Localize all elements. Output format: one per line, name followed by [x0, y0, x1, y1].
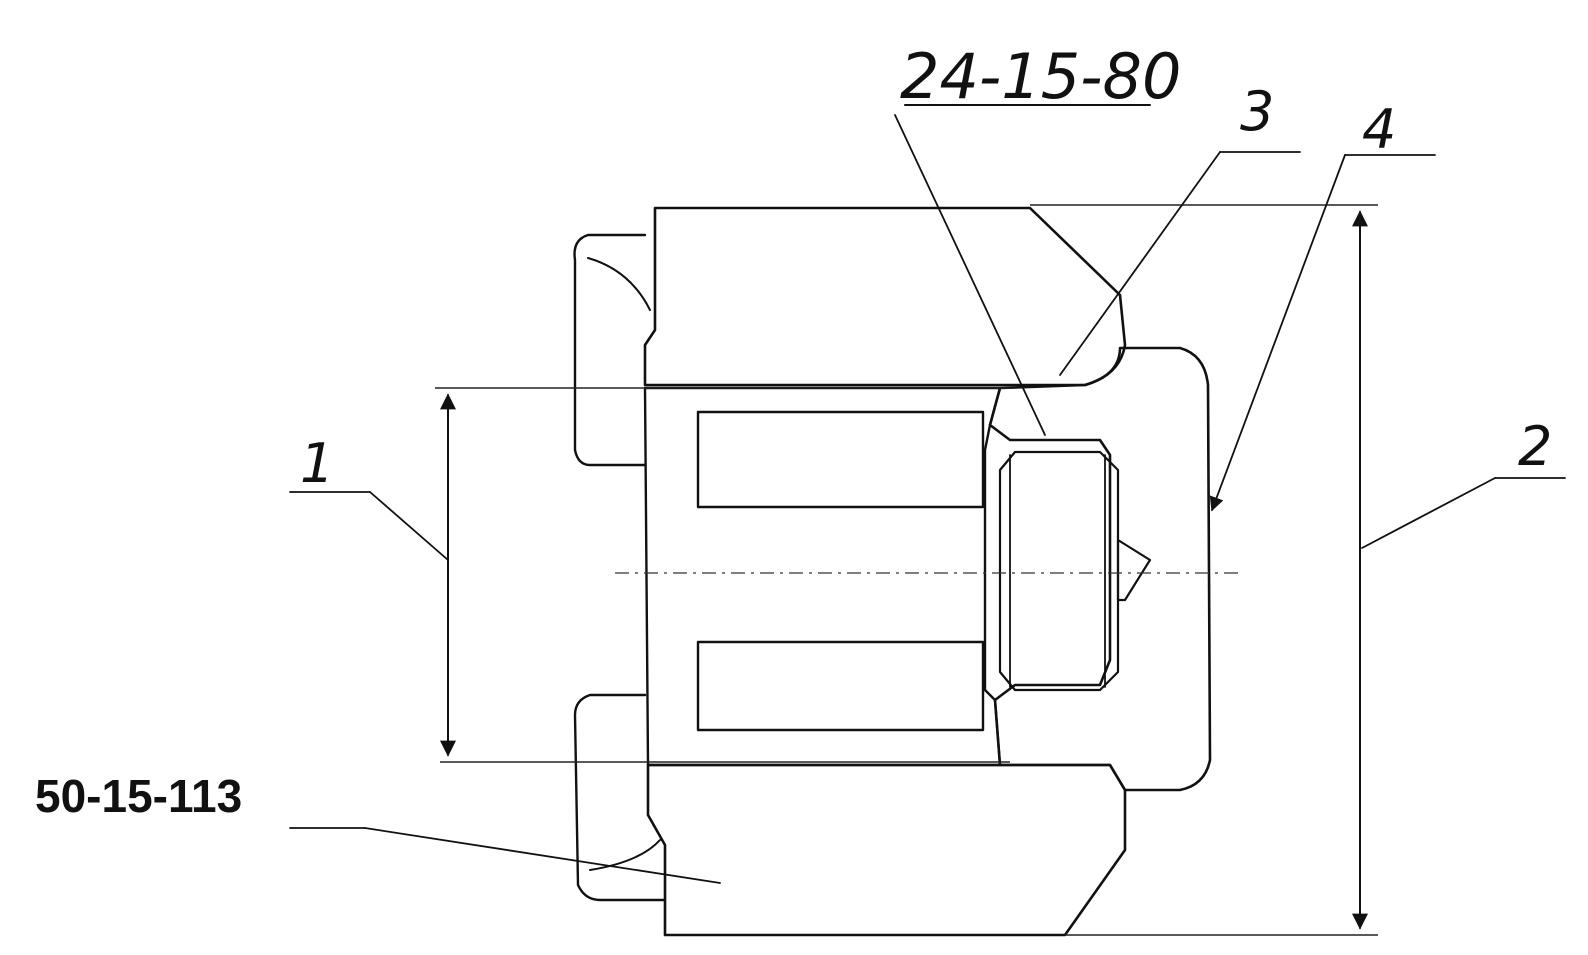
callout-3: 3 [1240, 80, 1274, 143]
callout-1: 1 [300, 432, 334, 495]
upper-body-section [643, 206, 1127, 387]
plug-section [988, 346, 1212, 792]
lower-body-section [646, 763, 1127, 937]
label-24-15-80: 24-15-80 [900, 40, 1181, 113]
extension-lines [435, 204, 1378, 936]
callout-2: 2 [1518, 415, 1552, 478]
label-50-15-113: 50-15-113 [35, 770, 242, 822]
inner-bore [643, 386, 1002, 767]
left-flanges [573, 233, 667, 902]
leader-lines [289, 104, 1566, 884]
callout-4: 4 [1362, 98, 1396, 161]
